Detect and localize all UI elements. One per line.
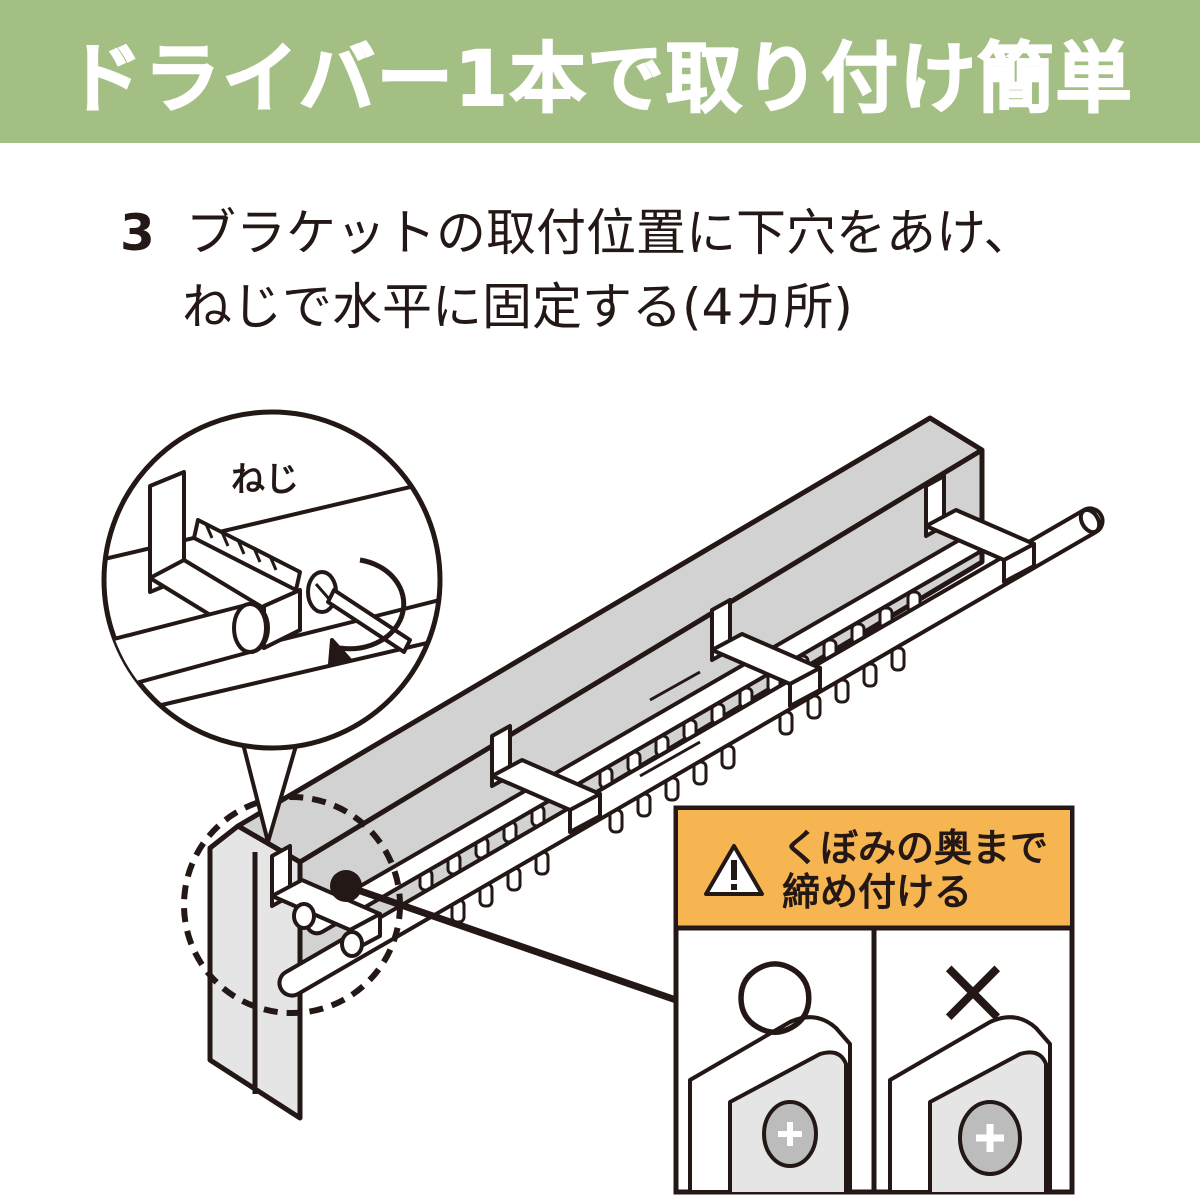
bracket-3 xyxy=(710,598,822,708)
bad-example xyxy=(888,1015,1052,1194)
runner-row-front xyxy=(450,646,906,924)
good-mark-icon: ○ xyxy=(733,934,817,1046)
title-banner: ドライバー1本で取り付け簡単 xyxy=(0,0,1200,143)
warning-line-2: 締め付ける xyxy=(782,870,973,914)
banner-title: ドライバー1本で取り付け簡単 xyxy=(65,33,1134,124)
rotate-arrow-icon xyxy=(339,557,407,652)
detail-magnifier xyxy=(101,409,443,751)
warning-line-1: くぼみの奥まで xyxy=(782,826,1049,870)
screw-icon xyxy=(192,518,302,592)
bracket-2 xyxy=(490,724,602,834)
bracket-1 xyxy=(270,844,382,958)
instruction-line-1: 3 ブラケットの取付位置に下穴をあけ、 xyxy=(120,196,1120,270)
warning-box xyxy=(673,805,1075,1195)
bracket-4 xyxy=(924,474,1036,584)
instruction-line-1-text: ブラケットの取付位置に下穴をあけ、 xyxy=(186,204,1034,262)
step-number: 3 xyxy=(120,204,155,262)
front-rod xyxy=(277,506,1105,998)
warning-triangle-icon xyxy=(704,844,764,896)
warning-text: くぼみの奥まで 締め付ける xyxy=(782,826,1082,914)
instruction-text: 3 ブラケットの取付位置に下穴をあけ、 ねじで水平に固定する(4カ所) xyxy=(120,196,1120,344)
connector-line xyxy=(344,882,678,1004)
good-example xyxy=(688,1015,852,1194)
brackets xyxy=(270,474,1036,958)
bad-mark-icon: × xyxy=(932,934,1014,1046)
instruction-line-2: ねじで水平に固定する(4カ所) xyxy=(182,278,853,336)
screw-label: ねじ xyxy=(231,460,299,500)
